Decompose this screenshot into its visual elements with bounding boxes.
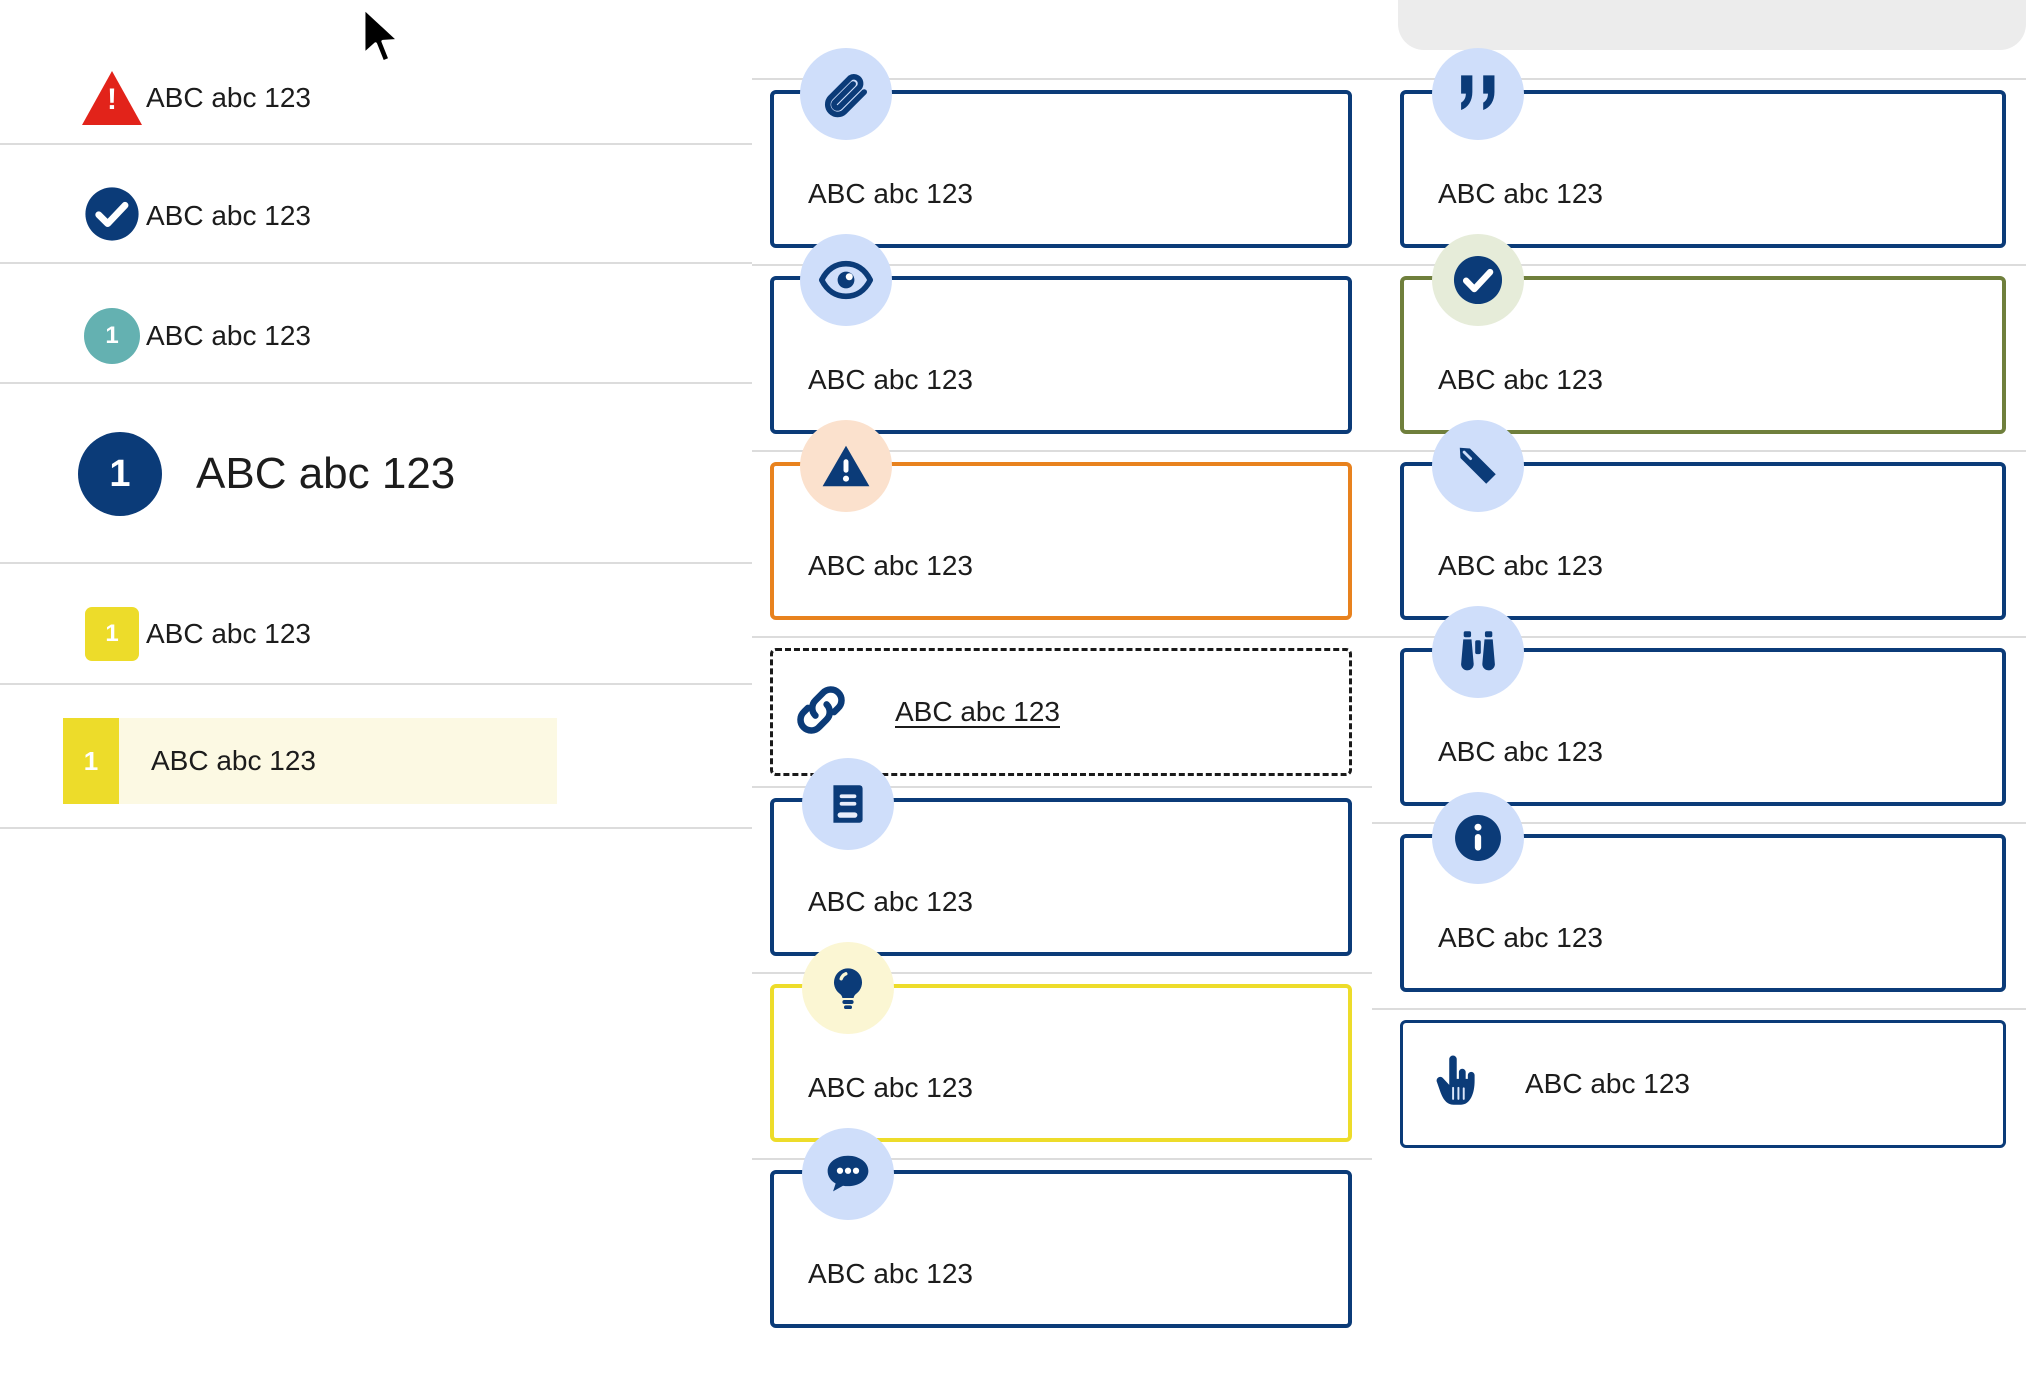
sidebar-item-label: ABC abc 123 — [151, 745, 316, 776]
column-divider — [1372, 1008, 2026, 1010]
card-label: ABC abc 123 — [808, 1072, 973, 1103]
sidebar-item-teal[interactable]: 1 ABC abc 123 — [0, 300, 752, 372]
sidebar-item-label: ABC abc 123 — [146, 320, 311, 351]
column-divider — [752, 1158, 1372, 1160]
column-divider — [1372, 264, 2026, 266]
column-divider — [1372, 636, 2026, 638]
badge-count: 1 — [83, 745, 99, 776]
number-badge-icon: 1 — [84, 308, 140, 364]
sidebar-item-highlighted[interactable]: 1 ABC abc 123 — [63, 718, 557, 804]
pencil-icon — [1432, 420, 1524, 512]
sidebar-divider — [0, 683, 752, 685]
sidebar-divider — [0, 262, 752, 264]
column-divider — [752, 78, 1372, 80]
sidebar: ABC abc 123 ABC abc 123 1 ABC abc 123 1 — [0, 0, 752, 1392]
quotation-marks-icon — [1432, 48, 1524, 140]
card-label: ABC abc 123 — [1438, 736, 1603, 767]
column-divider — [752, 264, 1372, 266]
card-link[interactable]: ABC abc 123 — [770, 648, 1352, 776]
sidebar-item-label: ABC abc 123 — [146, 82, 311, 113]
pointing-hand-icon — [1427, 1053, 1485, 1116]
card-success[interactable]: ABC abc 123 — [1400, 276, 2006, 434]
sidebar-item-yellow[interactable]: 1 ABC abc 123 — [0, 598, 752, 670]
card-label: ABC abc 123 — [808, 1258, 973, 1289]
card-link-label[interactable]: ABC abc 123 — [895, 696, 1060, 727]
check-circle-icon — [83, 185, 141, 248]
card-warning[interactable]: ABC abc 123 — [770, 462, 1352, 620]
card-label: ABC abc 123 — [808, 550, 973, 581]
card-label: ABC abc 123 — [1438, 364, 1603, 395]
sidebar-item-check[interactable]: ABC abc 123 — [0, 180, 752, 252]
link-icon — [793, 682, 849, 743]
badge-count: 1 — [105, 322, 119, 349]
check-circle-icon — [1432, 234, 1524, 326]
lightbulb-icon — [802, 942, 894, 1034]
sidebar-divider — [0, 562, 752, 564]
sidebar-item-label: ABC abc 123 — [146, 618, 311, 649]
sidebar-item-label: ABC abc 123 — [196, 449, 456, 498]
number-badge-icon: 1 — [85, 607, 139, 661]
number-badge-icon: 1 — [63, 718, 119, 804]
book-icon — [802, 758, 894, 850]
sidebar-divider — [0, 143, 752, 145]
card-label: ABC abc 123 — [808, 178, 973, 209]
card-edit[interactable]: ABC abc 123 — [1400, 462, 2006, 620]
card-book[interactable]: ABC abc 123 — [770, 798, 1352, 956]
sidebar-item-primary[interactable]: 1 ABC abc 123 — [0, 418, 752, 530]
column-divider — [752, 786, 1372, 788]
sidebar-divider — [0, 827, 752, 829]
card-label: ABC abc 123 — [1525, 1068, 1690, 1099]
info-circle-icon — [1432, 792, 1524, 884]
badge-count: 1 — [105, 620, 119, 647]
background-panel — [1398, 0, 2026, 50]
binoculars-icon — [1432, 606, 1524, 698]
number-badge-icon: 1 — [78, 432, 162, 516]
paperclip-icon — [800, 48, 892, 140]
column-divider — [752, 636, 1372, 638]
column-divider — [1372, 822, 2026, 824]
sidebar-item-alert[interactable]: ABC abc 123 — [0, 62, 752, 134]
alert-triangle-icon — [82, 71, 142, 125]
column-divider — [1372, 78, 2026, 80]
column-divider — [1372, 450, 2026, 452]
card-label: ABC abc 123 — [808, 364, 973, 395]
card-label: ABC abc 123 — [1438, 178, 1603, 209]
sidebar-divider — [0, 382, 752, 384]
column-divider — [752, 450, 1372, 452]
warning-triangle-icon — [800, 420, 892, 512]
badge-count: 1 — [109, 452, 131, 495]
column-divider — [752, 972, 1372, 974]
sidebar-item-label: ABC abc 123 — [146, 200, 311, 231]
eye-icon — [800, 234, 892, 326]
chat-bubble-icon — [802, 1128, 894, 1220]
card-label: ABC abc 123 — [808, 886, 973, 917]
card-label: ABC abc 123 — [1438, 550, 1603, 581]
card-label: ABC abc 123 — [1438, 922, 1603, 953]
card-action[interactable]: ABC abc 123 — [1400, 1020, 2006, 1148]
